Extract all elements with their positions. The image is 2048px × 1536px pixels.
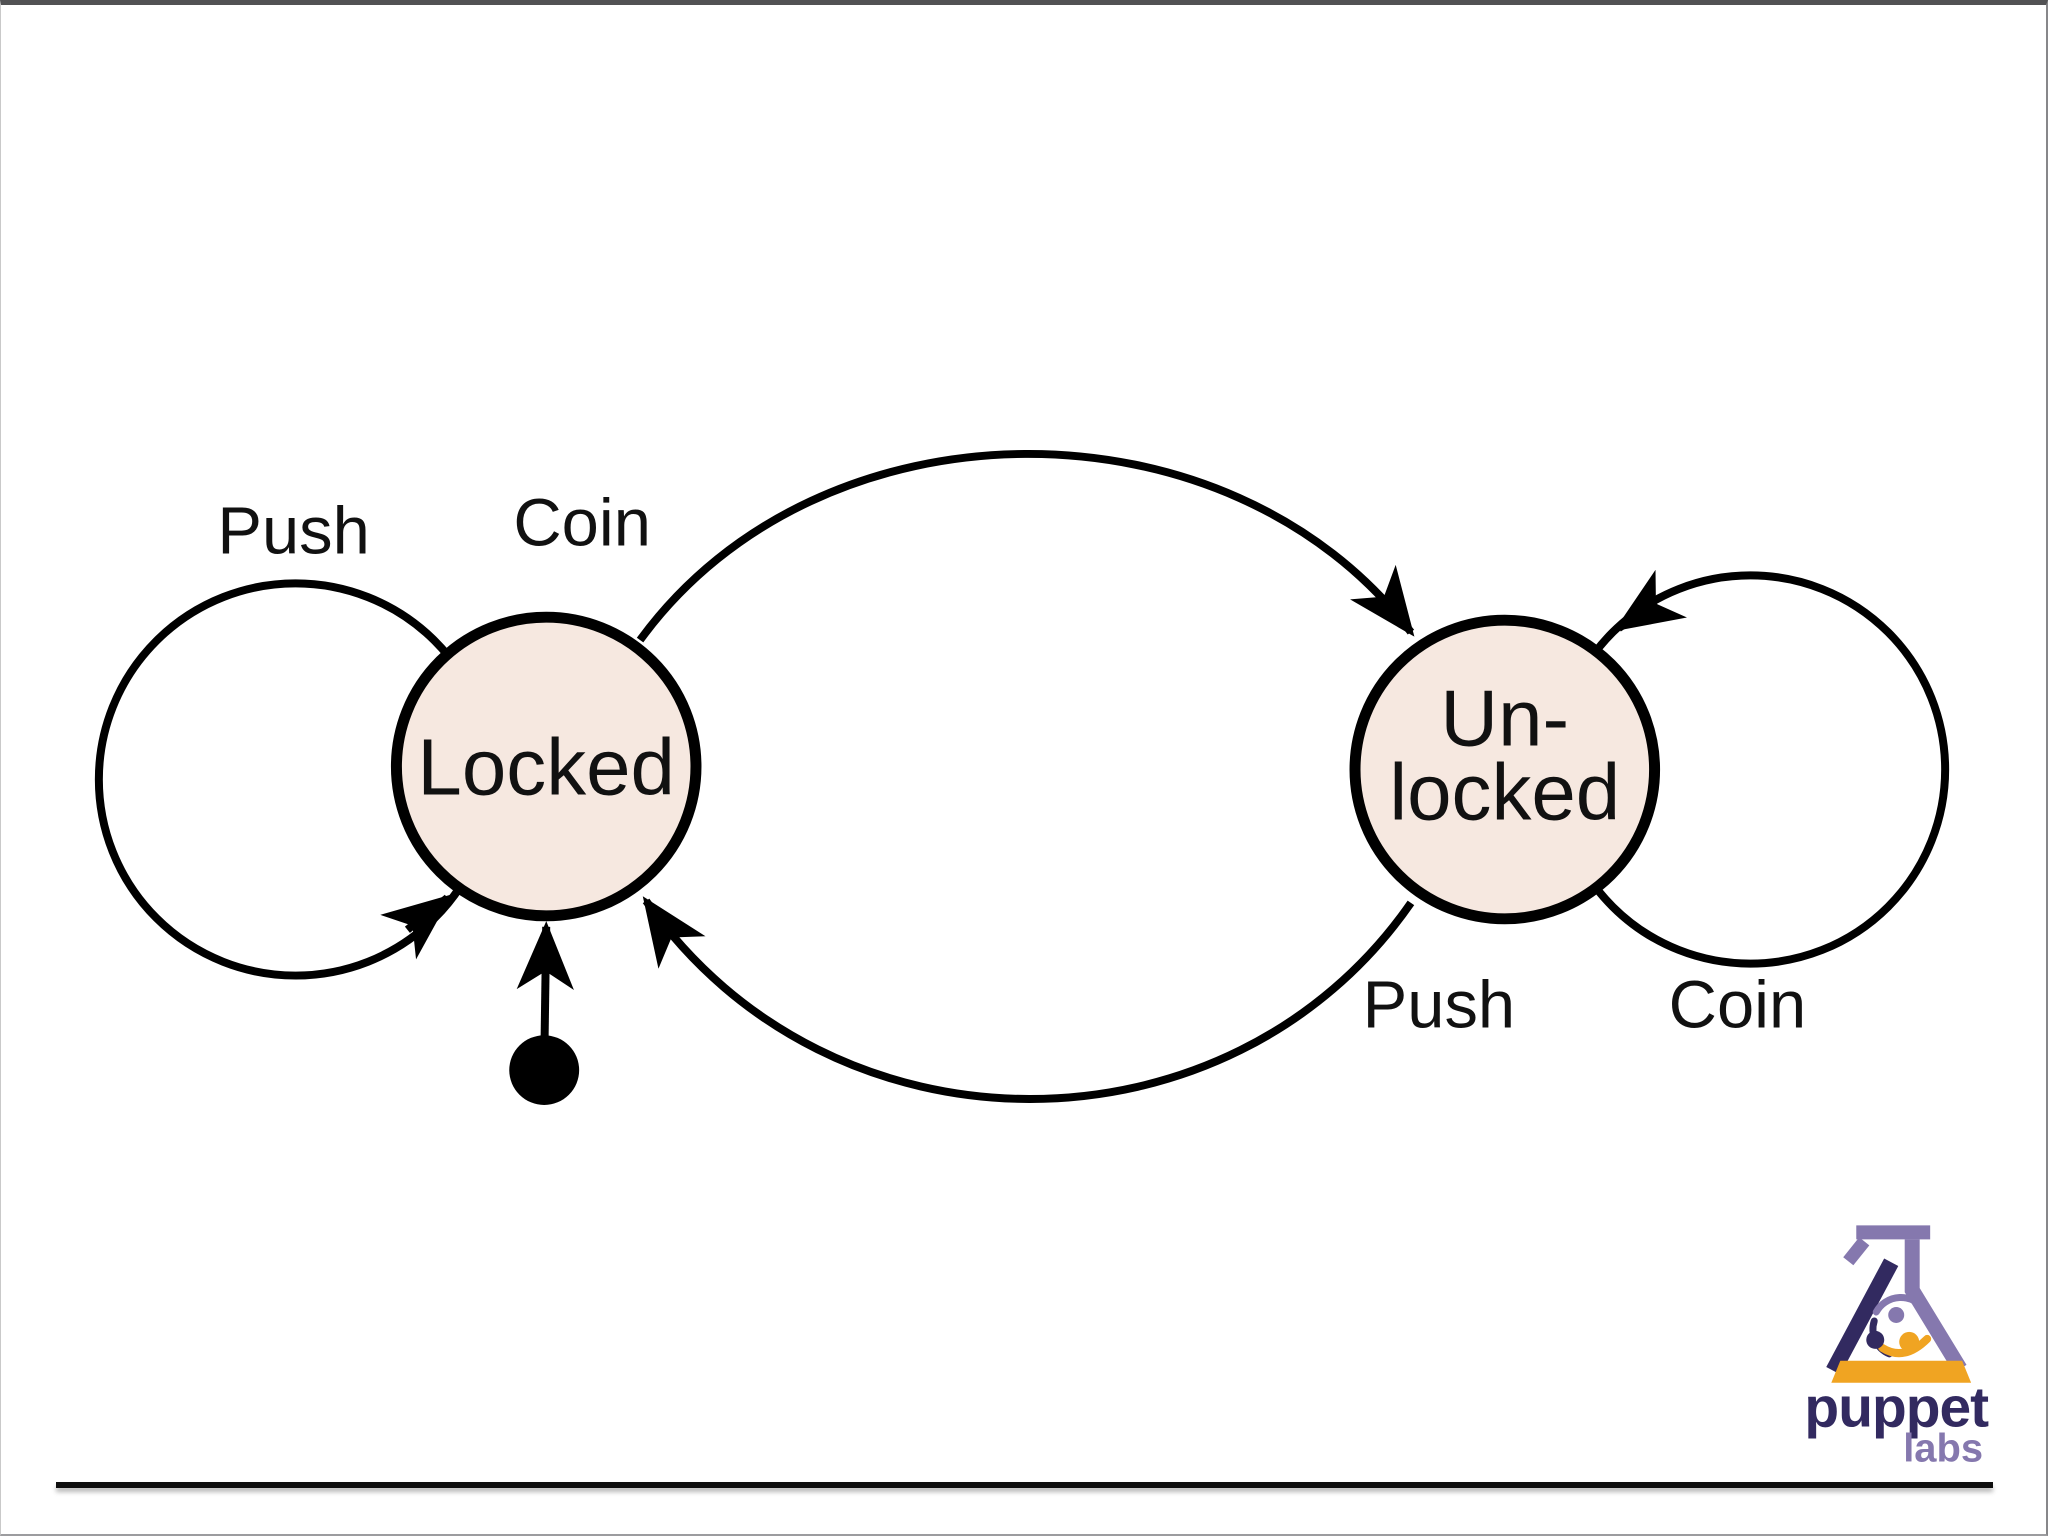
logo-wordmark-labs: labs — [1903, 1426, 1983, 1470]
logo-wordmark-puppet: puppet — [1804, 1377, 1989, 1440]
state-unlocked-circle — [1349, 614, 1661, 925]
coin-self-loop-arrow — [1613, 569, 1687, 632]
swirl-arc-orange — [1878, 1334, 1932, 1358]
footer-rule — [56, 1482, 1993, 1488]
flask-spout — [1843, 1237, 1870, 1266]
label-push-unlocked-to-locked: Push — [1363, 968, 1515, 1042]
transition-coin-locked-to-unlocked — [636, 449, 1415, 643]
initial-state-dot — [509, 1035, 580, 1105]
state-unlocked: Un- locked — [1349, 614, 1661, 925]
label-coin-unlocked-self: Coin — [1669, 968, 1807, 1042]
state-locked: Locked — [390, 611, 702, 922]
flask-right-side — [1904, 1239, 1967, 1373]
flask-icon — [1826, 1225, 1972, 1383]
label-push-locked-self: Push — [217, 495, 369, 569]
swirl-dot-navy — [1866, 1330, 1885, 1349]
label-coin-locked-to-unlocked: Coin — [513, 487, 651, 561]
initial-state-marker — [509, 921, 580, 1105]
state-unlocked-label-line1: Un- — [1440, 674, 1569, 763]
state-locked-label: Locked — [417, 722, 675, 811]
state-machine-diagram: Locked Un- locked Push Coin Push Coin — [94, 449, 1990, 1470]
swirl-dot-orange — [1899, 1331, 1920, 1352]
swirl-dot-lavender — [1888, 1307, 1905, 1323]
flask-left-side — [1826, 1258, 1899, 1375]
state-locked-circle — [390, 611, 702, 922]
flask-base — [1831, 1360, 1972, 1383]
swirl-arc-lavender — [1872, 1293, 1928, 1316]
transition-push-unlocked-to-locked — [642, 896, 1415, 1103]
puppet-labs-logo: puppet labs — [1804, 1225, 1990, 1470]
push-self-loop-arrow — [380, 894, 452, 960]
state-unlocked-label-line2: locked — [1389, 747, 1620, 836]
